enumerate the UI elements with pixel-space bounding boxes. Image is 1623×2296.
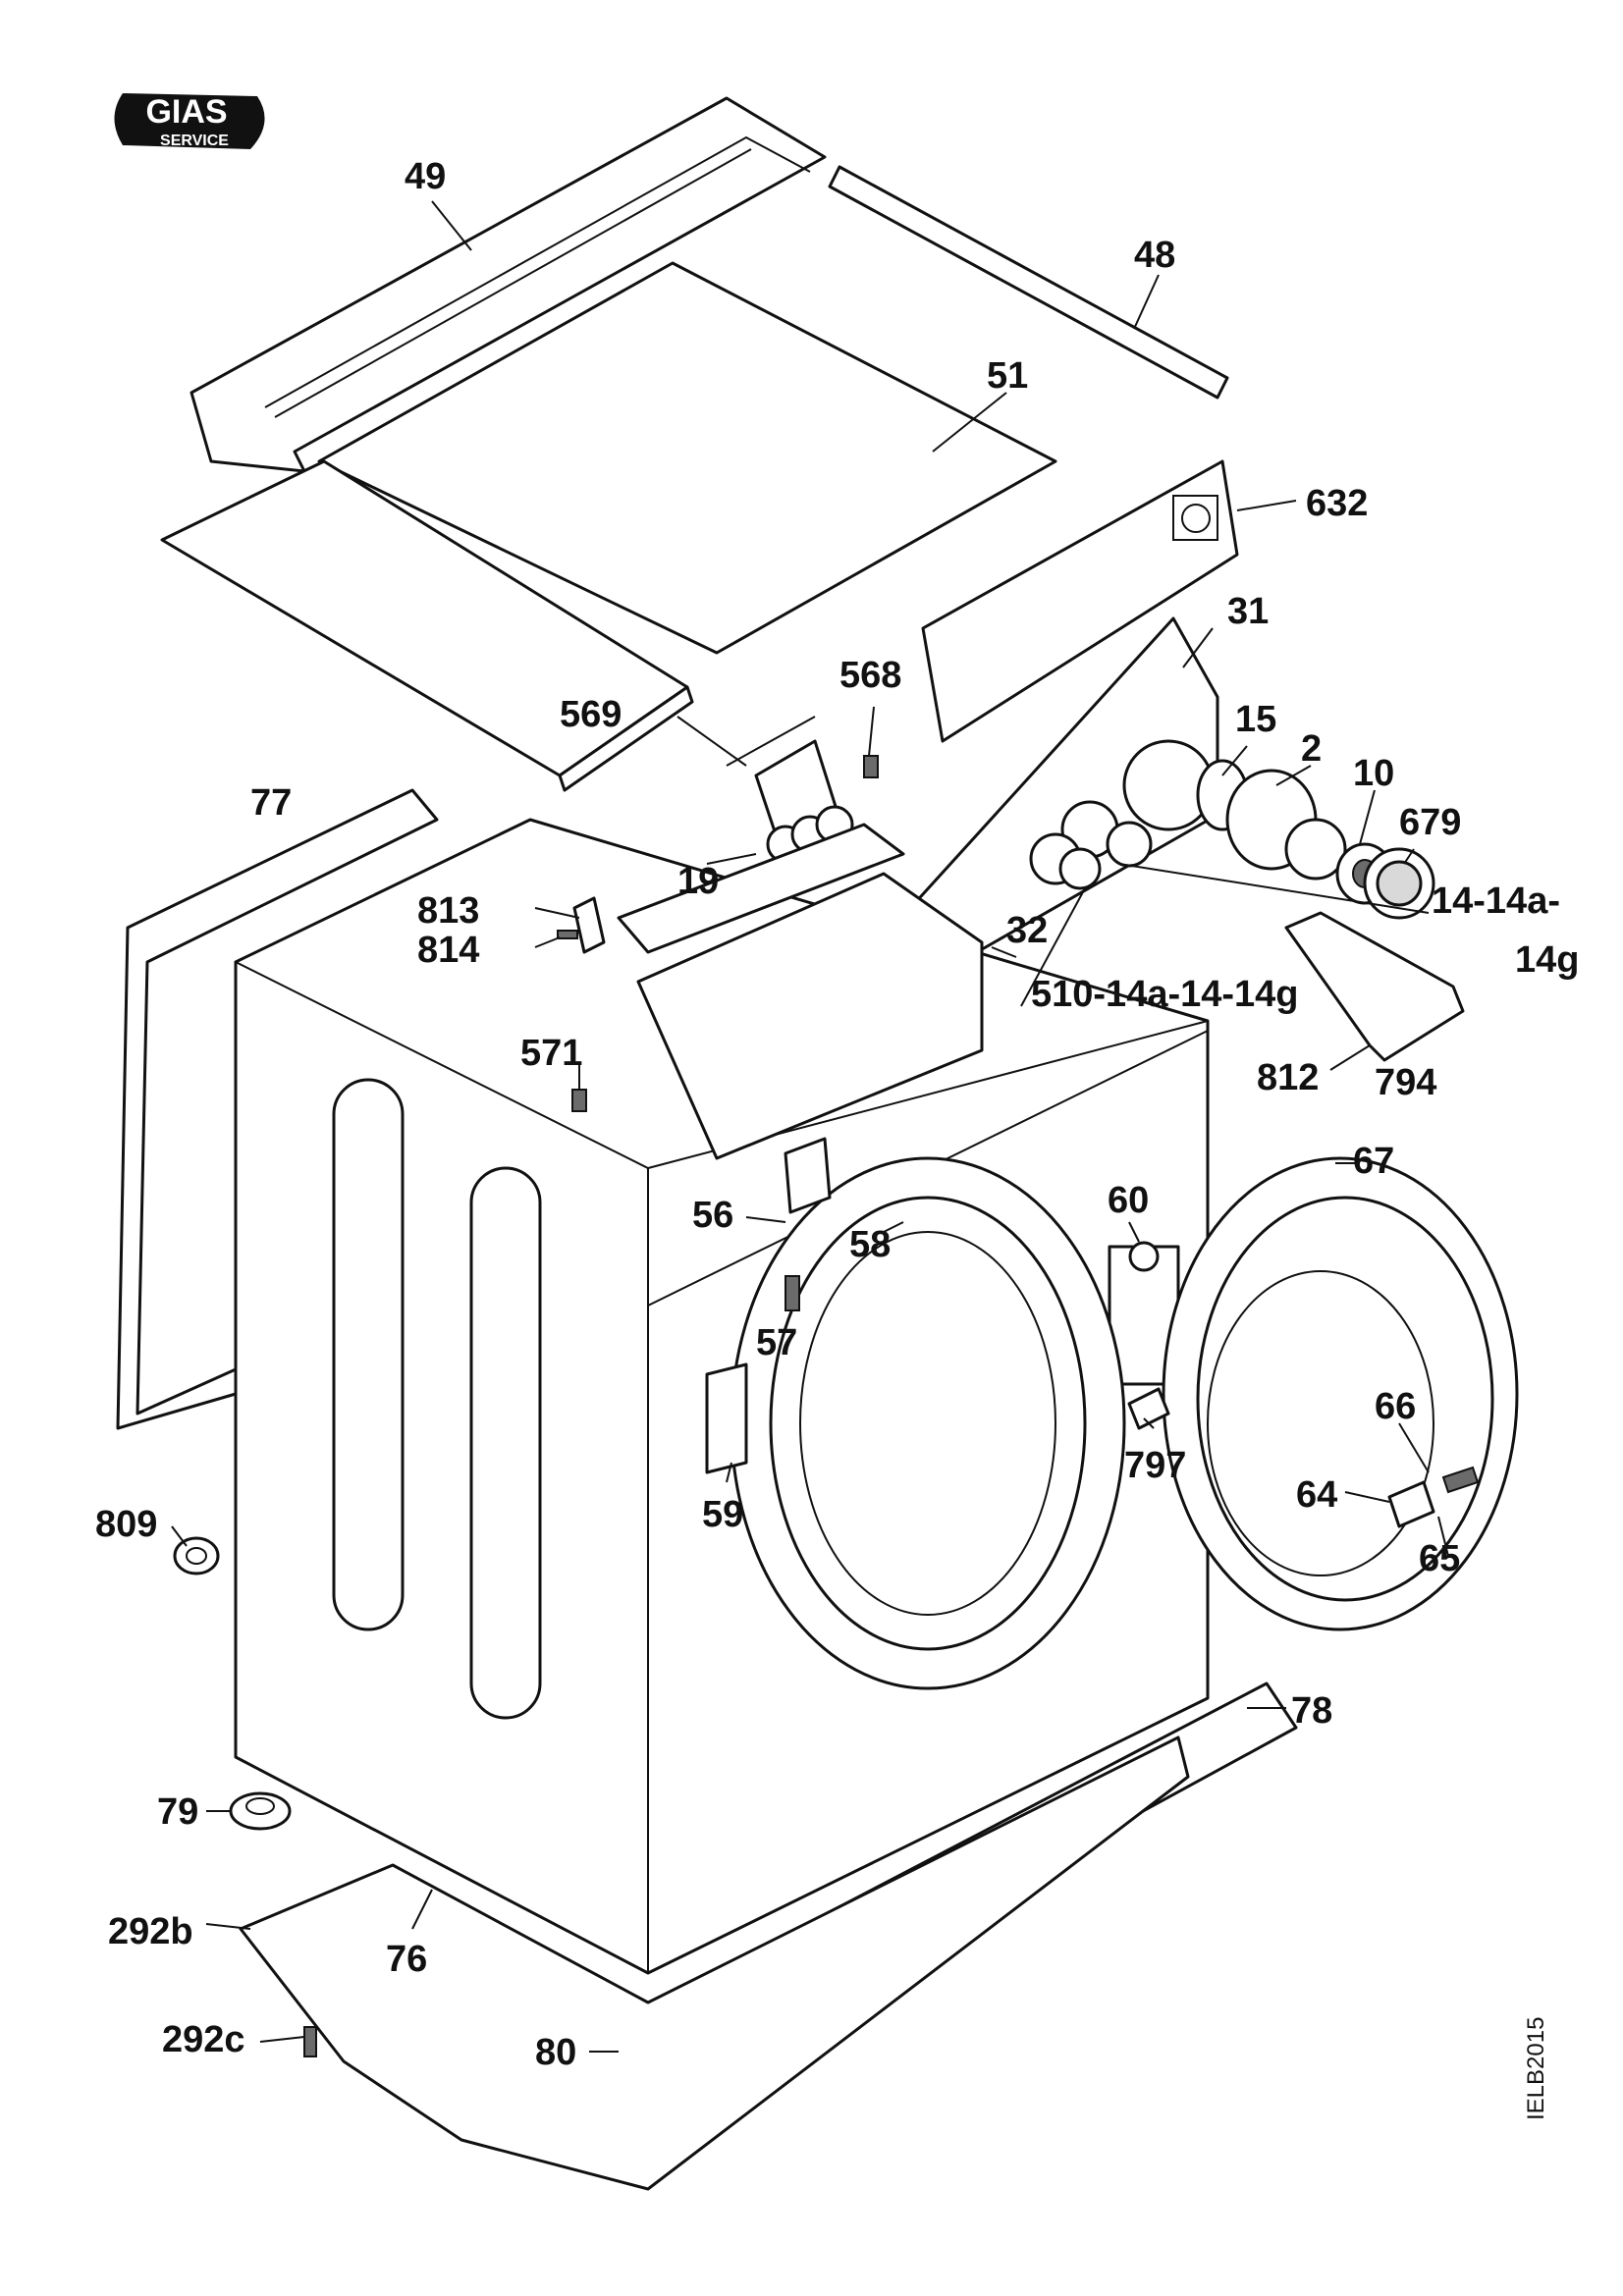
callout-797: 797 xyxy=(1124,1445,1186,1486)
callout-809: 809 xyxy=(95,1504,157,1545)
callout-66: 66 xyxy=(1375,1386,1416,1427)
part-foot-79 xyxy=(229,1791,292,1831)
callout-15: 15 xyxy=(1235,699,1276,740)
callout-31: 31 xyxy=(1227,591,1269,632)
logo-sub: SERVICE xyxy=(160,133,229,149)
callout-79: 79 xyxy=(157,1791,198,1833)
callout-813: 813 xyxy=(417,890,479,932)
part-screw-571 xyxy=(571,1089,587,1112)
callout-60: 60 xyxy=(1108,1180,1149,1221)
callout-14g: 14g xyxy=(1515,939,1579,981)
callout-48: 48 xyxy=(1134,235,1175,276)
callout-812: 812 xyxy=(1257,1057,1319,1098)
part-top-frame xyxy=(189,96,827,473)
part-door-hinge xyxy=(1108,1241,1180,1386)
part-drain-hose xyxy=(1284,911,1465,1062)
part-door-lock xyxy=(705,1137,832,1474)
part-door xyxy=(1162,1156,1519,1631)
leader-lines xyxy=(171,200,1449,2053)
logo-brand: GIAS xyxy=(145,93,227,131)
callout-632: 632 xyxy=(1306,483,1368,524)
callout-2: 2 xyxy=(1301,728,1322,770)
part-hinge-pad xyxy=(1127,1387,1170,1430)
part-side-rail xyxy=(828,165,1229,400)
callout-569: 569 xyxy=(560,694,622,735)
callout-57: 57 xyxy=(756,1322,797,1363)
callout-77: 77 xyxy=(250,782,292,824)
part-spring-568 xyxy=(863,755,879,778)
callout-794: 794 xyxy=(1375,1062,1436,1103)
callout-56: 56 xyxy=(692,1195,733,1236)
callout-510-14a-14-14g: 510-14a-14-14g xyxy=(1031,974,1299,1015)
part-rod-569 xyxy=(726,716,816,767)
callout-78: 78 xyxy=(1291,1690,1332,1732)
part-door-handle xyxy=(1387,1466,1480,1528)
part-control-board xyxy=(921,459,1239,743)
callout-51: 51 xyxy=(987,355,1028,397)
callout-679: 679 xyxy=(1399,802,1461,843)
part-door-frame xyxy=(730,1156,1126,1690)
callout-292b: 292b xyxy=(108,1911,193,1952)
callout-49: 49 xyxy=(405,156,446,197)
part-screw-814 xyxy=(557,930,578,939)
callout-10: 10 xyxy=(1353,753,1394,794)
callout-65: 65 xyxy=(1419,1538,1460,1579)
callout-59: 59 xyxy=(702,1494,743,1535)
callout-292c: 292c xyxy=(162,2019,245,2060)
callout-32: 32 xyxy=(1006,910,1048,951)
callout-64: 64 xyxy=(1296,1474,1337,1516)
callout-571: 571 xyxy=(520,1033,582,1074)
callout-76: 76 xyxy=(386,1939,427,1980)
part-detergent-drawer xyxy=(617,823,984,1160)
callout-19: 19 xyxy=(677,861,719,902)
part-bracket-813 xyxy=(572,896,606,954)
callout-814: 814 xyxy=(417,930,479,971)
part-screw-292c xyxy=(303,2026,317,2057)
part-base-plate xyxy=(239,1735,1190,2191)
part-top-panel xyxy=(160,261,1057,792)
part-fascia-panel xyxy=(882,616,1219,974)
callout-58: 58 xyxy=(849,1224,891,1265)
drawing-code: IELB2015 xyxy=(1523,2017,1549,2120)
part-knob-assembly xyxy=(1196,759,1435,920)
callout-67: 67 xyxy=(1353,1141,1394,1182)
callout-80: 80 xyxy=(535,2032,576,2073)
callout-14-14a: 14-14a- xyxy=(1432,881,1560,922)
part-grommet-809 xyxy=(173,1536,220,1575)
callout-568: 568 xyxy=(839,655,901,696)
callout-labels: 49 48 51 632 31 568 569 15 2 10 679 77 1… xyxy=(95,156,1579,2073)
gias-service-logo: GIAS SERVICE xyxy=(114,93,265,149)
